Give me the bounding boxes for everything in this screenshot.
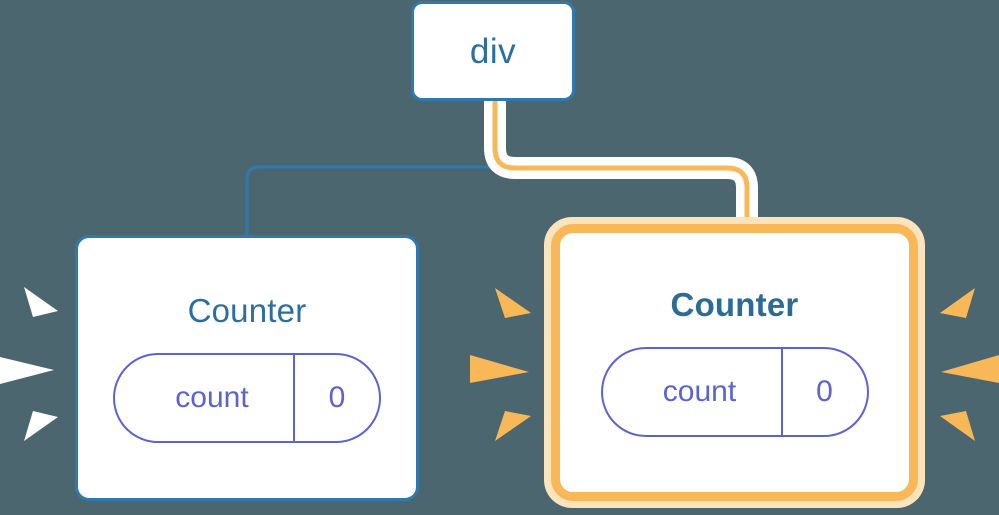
sparkle-icon (940, 411, 975, 441)
sparkle-icon (941, 355, 999, 383)
edge-div-to-counter-left (245, 99, 497, 238)
node-counter-left-title: Counter (187, 291, 307, 329)
sparkle-icon (940, 288, 975, 318)
sparkle-icon (495, 288, 531, 318)
node-counter-left[interactable]: Counter count 0 (75, 235, 419, 501)
sparkle-icon (495, 411, 531, 441)
state-key: count (115, 354, 295, 441)
state-value: 0 (328, 380, 346, 414)
sparkle-group-middle-orange (470, 288, 531, 441)
state-key: count (603, 349, 783, 435)
state-pill-counter-right: count 0 (600, 347, 869, 437)
sparkle-group-right-orange (940, 288, 999, 441)
node-counter-right-title: Counter (670, 286, 799, 323)
sparkle-group-left-white (0, 287, 58, 441)
node-counter-right[interactable]: Counter count 0 (551, 224, 918, 501)
node-div-label: div (469, 31, 517, 71)
state-value: 0 (816, 375, 833, 408)
state-pill-counter-left: count 0 (113, 352, 381, 443)
edge-div-to-counter-right (492, 101, 750, 238)
sparkle-icon (0, 357, 54, 384)
sparkle-icon (24, 287, 58, 317)
sparkle-icon (470, 355, 529, 383)
node-counter-right-highlight-ring: Counter count 0 (544, 217, 925, 508)
node-div[interactable]: div (411, 1, 575, 101)
sparkle-icon (24, 411, 58, 441)
